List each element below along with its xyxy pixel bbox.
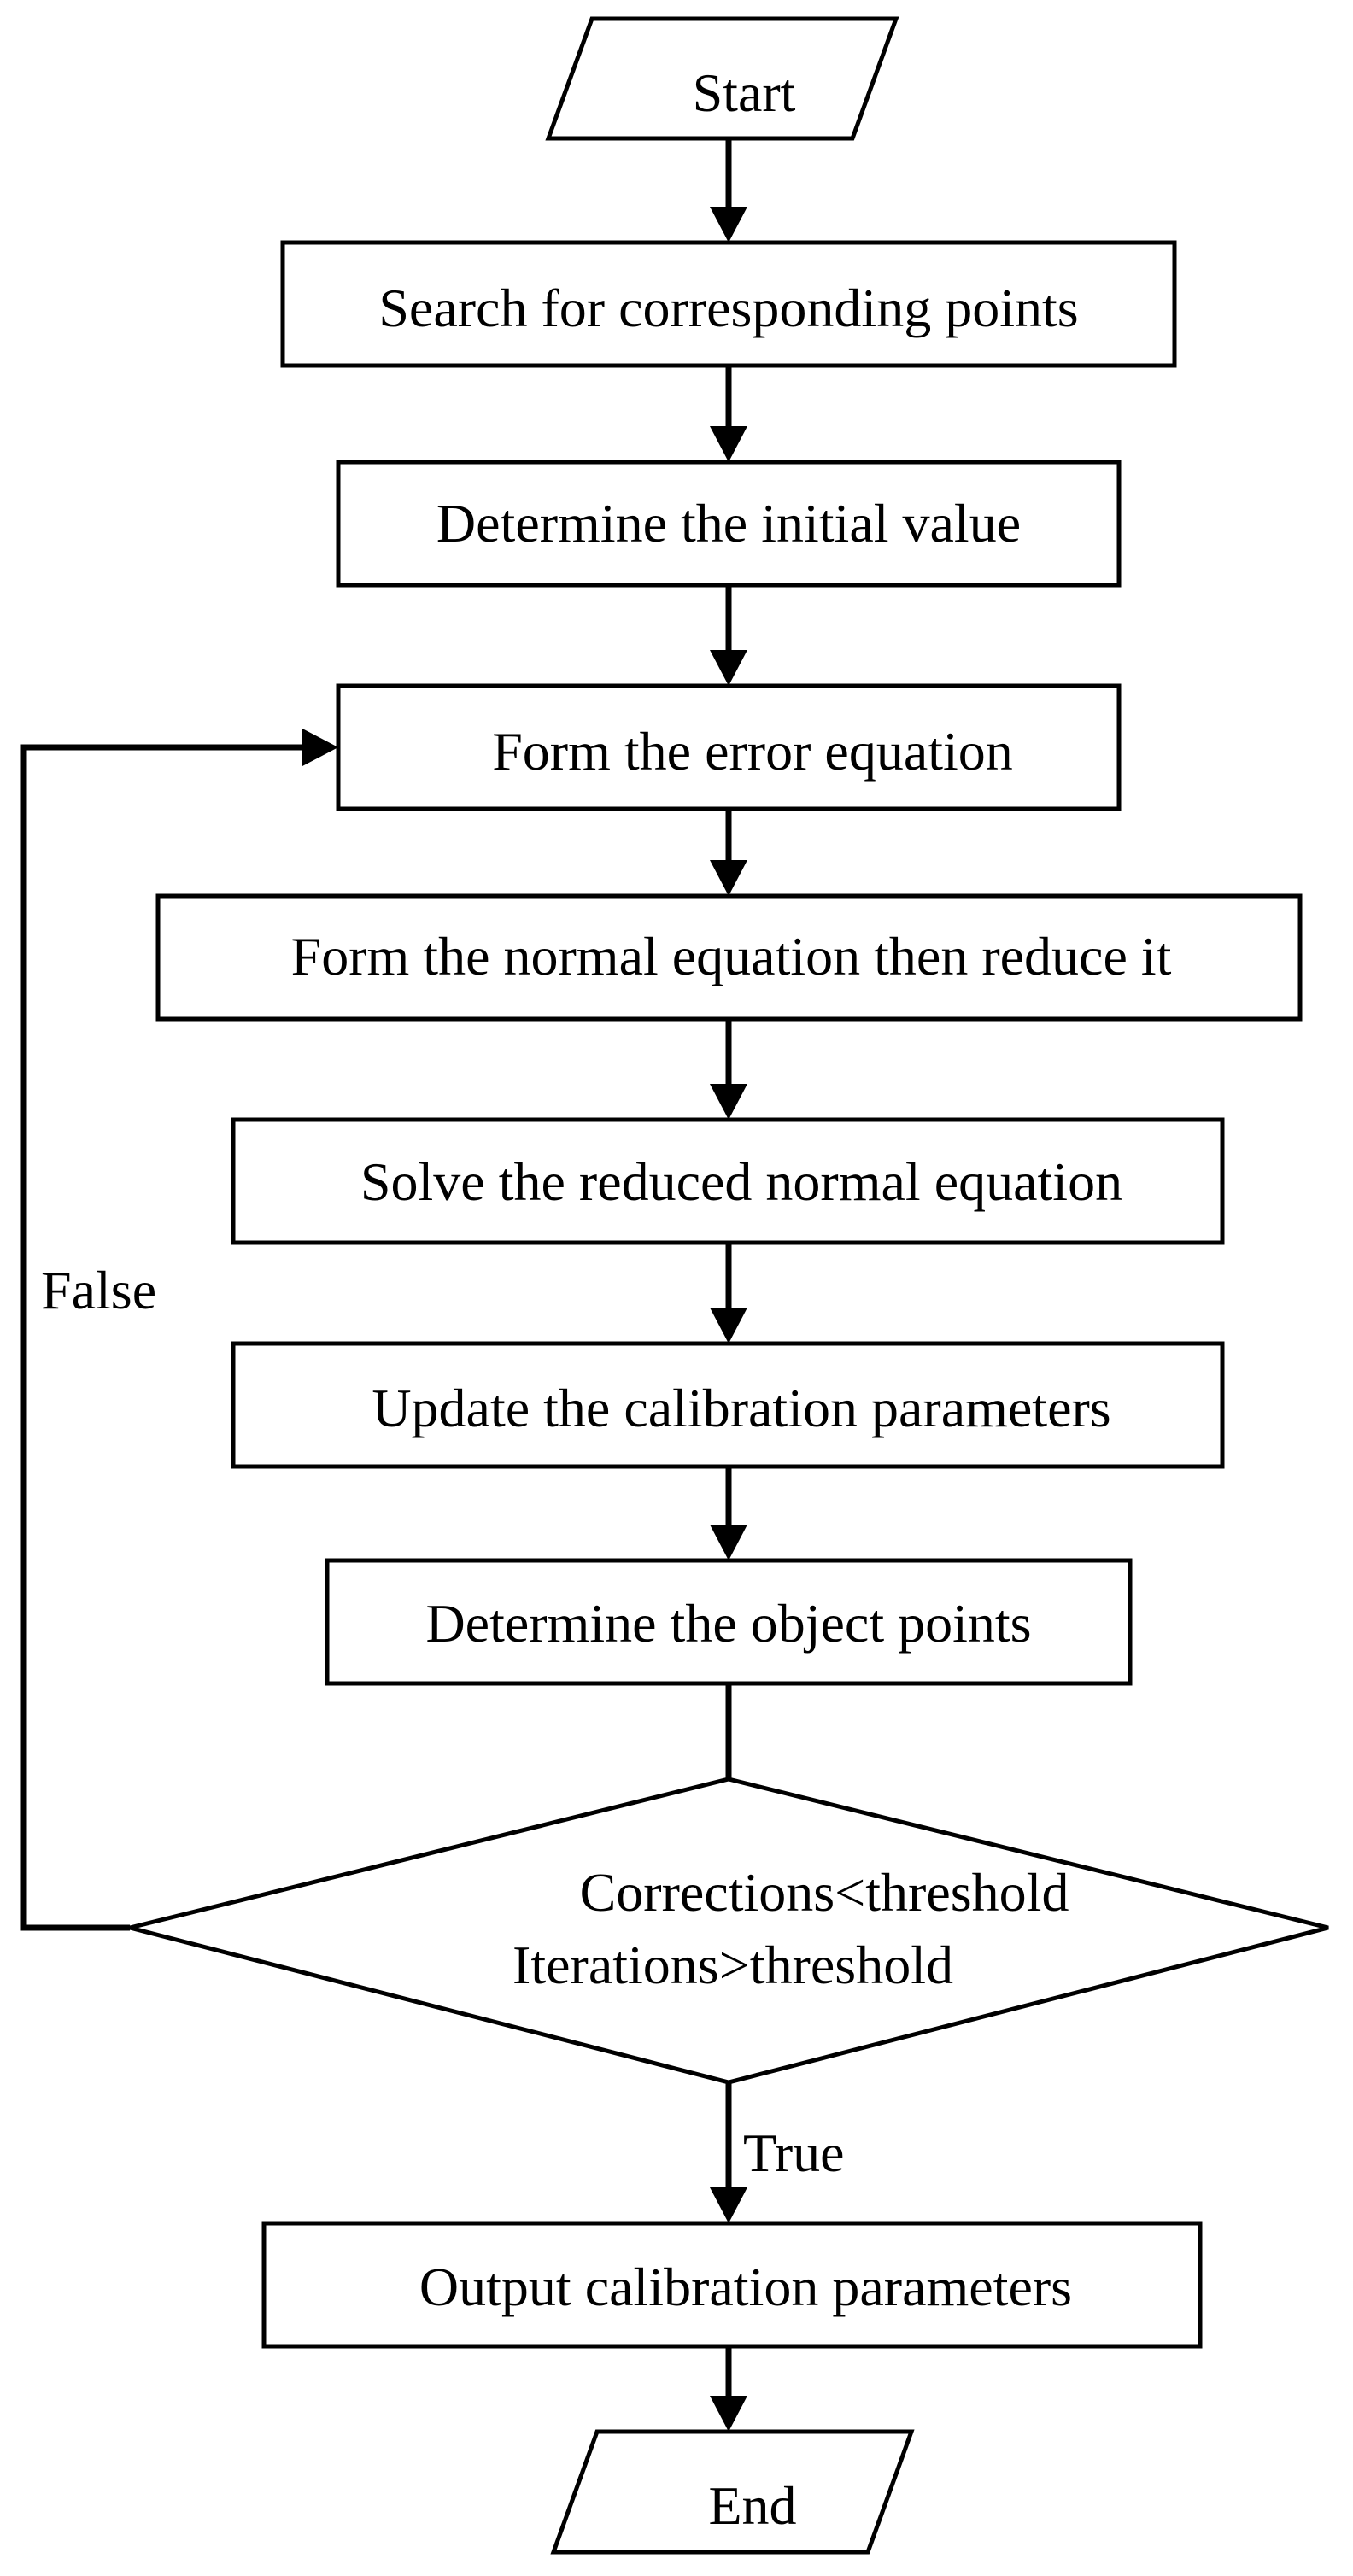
- decision-node: Corrections<threshold Iterations>thresho…: [129, 1777, 1329, 2085]
- step-solve: Solve the reduced normal equation: [231, 1117, 1225, 1245]
- decision-line-2: Iterations>threshold: [512, 1935, 953, 1995]
- edge-normal-to-solve: [710, 1019, 747, 1120]
- edge-initial-to-error: [710, 585, 747, 686]
- edge-start-to-search: [710, 138, 747, 243]
- step-search: Search for corresponding points: [280, 240, 1177, 368]
- step-output: Output calibration parameters: [261, 2221, 1203, 2349]
- edge-decision-false-loop: False: [20, 729, 338, 1931]
- step-error-equation: Form the error equation: [336, 683, 1122, 811]
- edge-update-to-object: [710, 1467, 747, 1560]
- arrowhead-icon: [302, 729, 338, 766]
- edge-output-to-end: [710, 2346, 747, 2432]
- step-output-label: Output calibration parameters: [419, 2257, 1072, 2317]
- arrowhead-icon: [710, 2187, 747, 2223]
- false-label: False: [41, 1260, 156, 1320]
- step-initial-value: Determine the initial value: [336, 460, 1122, 588]
- step-normal-equation-label: Form the normal equation then reduce it: [291, 926, 1172, 986]
- edge-search-to-initial: [710, 366, 747, 462]
- end-label: End: [708, 2475, 796, 2536]
- step-error-equation-label: Form the error equation: [492, 721, 1013, 782]
- arrowhead-icon: [710, 207, 747, 243]
- arrowhead-icon: [710, 1084, 747, 1120]
- edge-decision-true-to-output: True: [710, 2082, 845, 2223]
- step-update-label: Update the calibration parameters: [372, 1378, 1110, 1438]
- decision-line-1: Corrections<threshold: [580, 1862, 1069, 1923]
- step-initial-value-label: Determine the initial value: [436, 493, 1021, 553]
- arrowhead-icon: [710, 650, 747, 686]
- step-object-points-label: Determine the object points: [425, 1593, 1031, 1654]
- step-update: Update the calibration parameters: [231, 1341, 1225, 1469]
- step-solve-label: Solve the reduced normal equation: [360, 1151, 1122, 1212]
- arrowhead-icon: [710, 1525, 747, 1560]
- start-node: Start: [545, 16, 899, 141]
- arrowhead-icon: [710, 426, 747, 462]
- step-normal-equation: Form the normal equation then reduce it: [155, 893, 1303, 1022]
- edge-error-to-normal: [710, 809, 747, 896]
- arrowhead-icon: [710, 860, 747, 896]
- start-label: Start: [693, 62, 796, 123]
- step-object-points: Determine the object points: [325, 1558, 1133, 1686]
- true-label: True: [743, 2122, 845, 2183]
- step-search-label: Search for corresponding points: [378, 278, 1078, 338]
- arrowhead-icon: [710, 1308, 747, 1344]
- arrowhead-icon: [710, 2396, 747, 2432]
- edge-solve-to-update: [710, 1243, 747, 1344]
- end-node: End: [550, 2429, 915, 2555]
